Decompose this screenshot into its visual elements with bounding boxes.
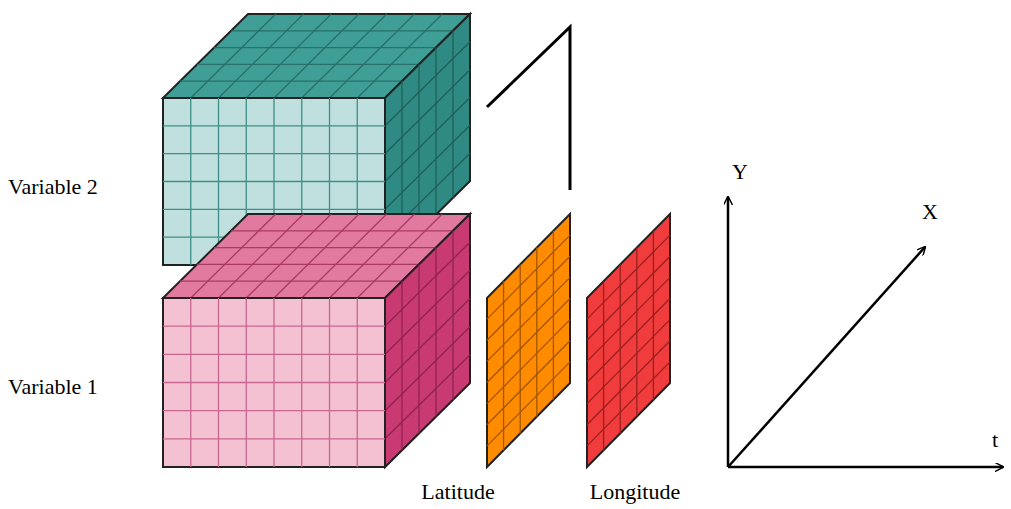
cube-side [385,214,470,467]
grid-line [163,326,385,327]
grid-line [487,235,570,319]
y-axis [727,197,730,467]
variable-label: Variable 1 [8,375,98,399]
grid-line [487,277,570,361]
grid-line [163,354,385,355]
grid-line [587,299,670,383]
grid-line [163,438,385,439]
grid-line [385,242,470,326]
x-axis [728,247,925,467]
grid-line [302,214,387,298]
grid-line [180,81,402,82]
grid-line [246,214,331,298]
grid-line [219,214,304,298]
grid-line [302,14,387,98]
grid-line [191,214,276,298]
grid-line [587,256,670,340]
grid-line [163,410,385,411]
grid-line [274,214,359,298]
grid-line [219,14,304,98]
axis-letter: X [922,200,938,224]
longitude-plane [587,214,670,467]
latitude-plane [487,214,570,467]
t-axis [728,466,1003,469]
bracket-line [487,27,570,190]
grid-line [214,247,436,248]
grid-line [163,209,385,210]
grid-line [214,47,436,48]
grid-line [191,14,276,98]
grid-line [487,341,570,425]
grid-line [487,299,570,383]
grid-line [385,270,470,354]
grid-line [385,42,470,126]
grid-line [587,235,670,319]
axis-label: Longitude [590,480,680,504]
grid-line [163,153,385,154]
grid-line [385,125,470,209]
grid-line [487,362,570,446]
grid-line [274,14,359,98]
variable-label: Variable 2 [8,175,98,199]
grid-line [385,70,470,154]
grid-line [385,98,470,182]
grid-line [385,299,470,383]
grid-line [197,264,419,265]
grid-line [197,64,419,65]
grid-line [246,14,331,98]
grid-line [180,281,402,282]
grid-line [587,341,670,425]
grid-line [587,277,670,361]
grid-line [487,320,570,404]
grid-line [587,362,670,446]
grid-line [163,181,385,182]
grid-line [385,327,470,411]
grid-line [163,382,385,383]
grid-line [385,355,470,439]
grid-line [231,230,453,231]
cube-front [163,298,385,467]
grid-line [487,256,570,340]
grid-line [231,30,453,31]
grid-line [163,125,385,126]
axis-letter: t [992,428,998,452]
axis-label: Latitude [421,480,494,504]
grid-line [587,320,670,404]
axis-letter: Y [732,160,748,184]
